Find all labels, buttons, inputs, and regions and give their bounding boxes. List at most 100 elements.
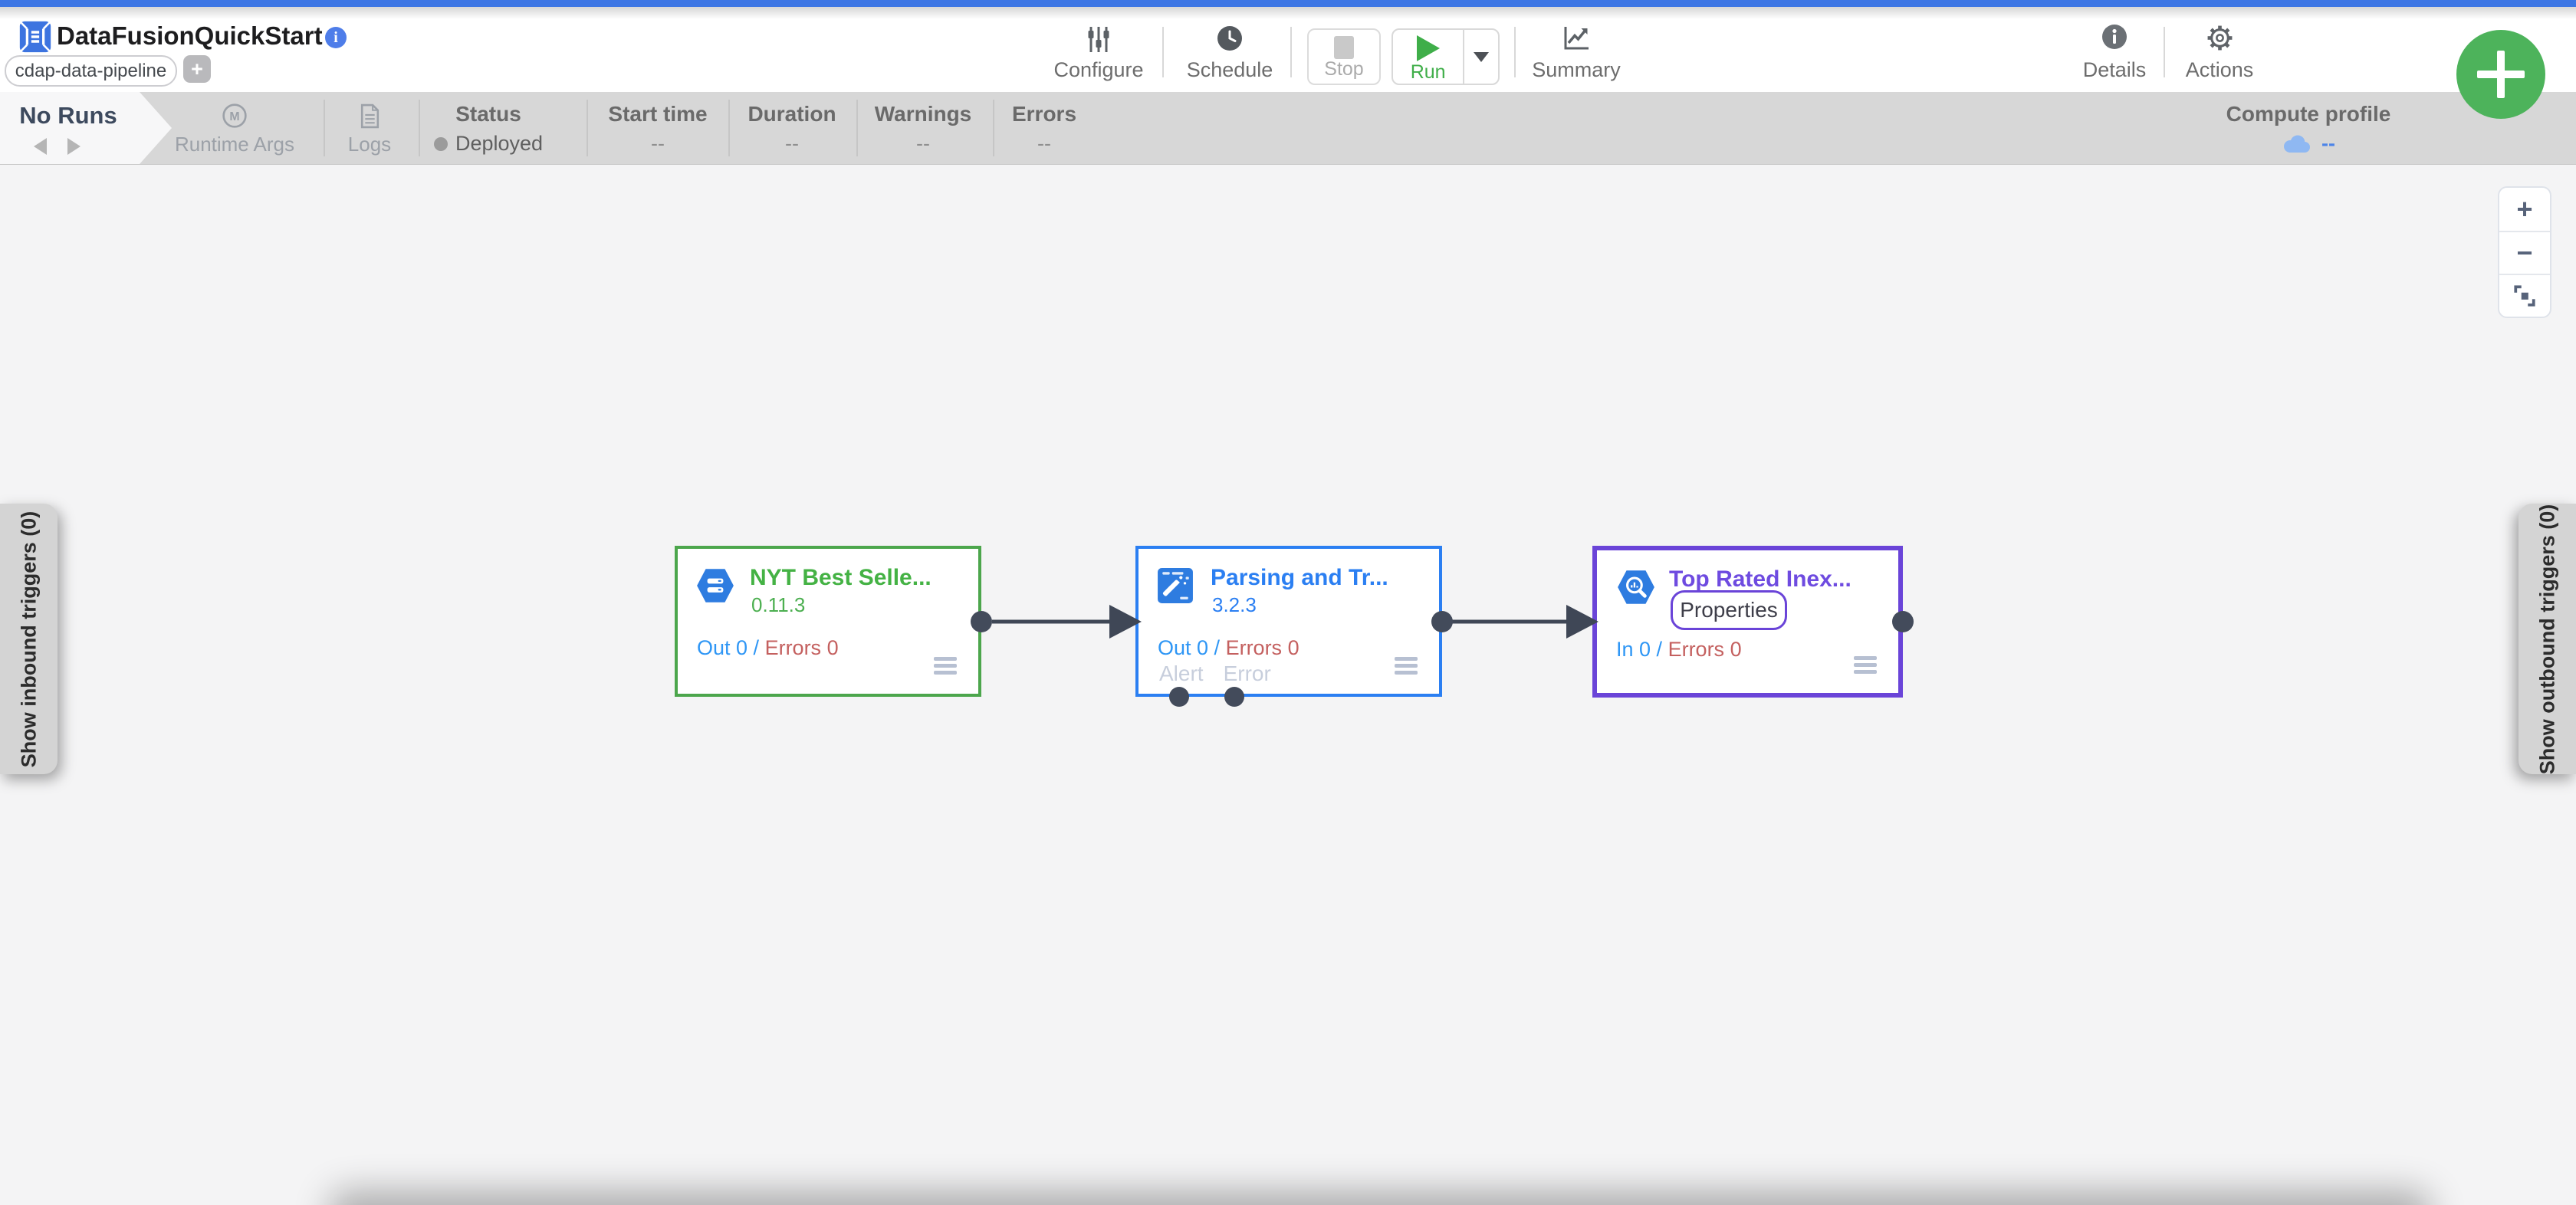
configure-label: Configure bbox=[1053, 58, 1144, 81]
summary-button[interactable]: Summary bbox=[1511, 24, 1641, 82]
toolbar-separator bbox=[586, 100, 588, 156]
tune-sliders-icon bbox=[1033, 24, 1164, 56]
show-inbound-triggers-tab[interactable]: Show inbound triggers (0) bbox=[0, 504, 58, 774]
header-separator bbox=[2164, 27, 2165, 77]
actions-button[interactable]: Actions bbox=[2154, 24, 2285, 82]
run-button-group: Run bbox=[1392, 28, 1500, 85]
node-menu-button[interactable] bbox=[934, 657, 957, 675]
add-tag-button[interactable]: + bbox=[183, 55, 211, 83]
stop-square-icon bbox=[1334, 36, 1354, 59]
runtime-args-label: Runtime Args bbox=[174, 133, 295, 156]
node-metrics: In 0 / Errors 0 bbox=[1616, 638, 1742, 661]
toolbar-separator bbox=[419, 100, 420, 156]
node-metrics: Out 0 / Errors 0 bbox=[697, 636, 839, 659]
inbound-tab-label: Show inbound triggers (0) bbox=[17, 511, 40, 767]
svg-text:M: M bbox=[229, 110, 239, 123]
alert-port[interactable] bbox=[1169, 687, 1189, 707]
header-separator bbox=[1290, 27, 1292, 77]
header-separator bbox=[1514, 27, 1516, 77]
wrangler-icon bbox=[1157, 567, 1194, 608]
gear-icon bbox=[2154, 24, 2285, 56]
previous-run-arrow[interactable] bbox=[34, 138, 47, 155]
chart-icon bbox=[1511, 24, 1641, 56]
zoom-in-button[interactable]: + bbox=[2516, 193, 2533, 225]
properties-button[interactable]: Properties bbox=[1671, 590, 1787, 630]
cloud-icon bbox=[2284, 135, 2310, 153]
add-pipeline-button[interactable] bbox=[2456, 30, 2545, 119]
pipeline-type-tag: cdap-data-pipeline bbox=[5, 55, 177, 87]
schedule-button[interactable]: Schedule bbox=[1165, 24, 1295, 82]
node-title: Parsing and Tr... bbox=[1211, 565, 1388, 590]
status-value: Deployed bbox=[396, 132, 580, 156]
status-dot-icon bbox=[433, 136, 448, 151]
no-runs-label: No Runs bbox=[19, 102, 117, 129]
toolbar-separator bbox=[993, 100, 994, 156]
document-icon bbox=[360, 103, 379, 129]
errors-value: -- bbox=[1037, 132, 1051, 155]
next-run-arrow[interactable] bbox=[67, 138, 80, 155]
output-port[interactable] bbox=[1431, 611, 1453, 632]
page-title: DataFusionQuickStart bbox=[57, 21, 323, 50]
errors-column-label: Errors bbox=[1011, 102, 1077, 126]
node-title: NYT Best Selle... bbox=[750, 565, 932, 590]
macro-m-icon: M bbox=[222, 103, 247, 128]
top-accent-bar bbox=[0, 0, 2576, 7]
toolbar-separator bbox=[728, 100, 730, 156]
stop-button[interactable]: Stop bbox=[1307, 28, 1381, 85]
header: DataFusionQuickStart i cdap-data-pipelin… bbox=[0, 7, 2576, 92]
run-button[interactable]: Run bbox=[1393, 30, 1463, 84]
schedule-label: Schedule bbox=[1186, 58, 1273, 81]
output-port[interactable] bbox=[1892, 611, 1914, 632]
error-port-label: Error bbox=[1223, 662, 1271, 685]
summary-label: Summary bbox=[1532, 58, 1621, 81]
node-version: 3.2.3 bbox=[1212, 593, 1257, 616]
node-source-nyt-best-sellers[interactable]: NYT Best Selle... 0.11.3 Out 0 / Errors … bbox=[675, 546, 981, 697]
configure-button[interactable]: Configure bbox=[1033, 24, 1164, 82]
toolbar-separator bbox=[856, 100, 858, 156]
warnings-value: -- bbox=[916, 132, 930, 155]
header-separator bbox=[1162, 27, 1164, 77]
compute-profile-value: -- bbox=[2216, 132, 2400, 156]
node-menu-button[interactable] bbox=[1854, 656, 1877, 674]
outbound-tab-label: Show outbound triggers (0) bbox=[2535, 504, 2558, 774]
play-icon bbox=[1416, 35, 1440, 61]
info-circle-icon bbox=[2049, 24, 2180, 56]
error-port[interactable] bbox=[1224, 687, 1244, 707]
toolbar-separator bbox=[324, 100, 325, 156]
show-outbound-triggers-tab[interactable]: Show outbound triggers (0) bbox=[2518, 504, 2576, 774]
pipeline-info-icon[interactable]: i bbox=[325, 27, 347, 48]
node-port-labels: Alert Error bbox=[1159, 662, 1271, 686]
clock-icon bbox=[1165, 24, 1295, 56]
node-title: Top Rated Inex... bbox=[1669, 566, 1852, 592]
run-toolbar: No Runs M Runtime Args Logs Status bbox=[0, 92, 2576, 165]
node-transform-parsing[interactable]: Parsing and Tr... 3.2.3 Out 0 / Errors 0… bbox=[1135, 546, 1442, 697]
run-label: Run bbox=[1410, 61, 1446, 83]
node-metrics: Out 0 / Errors 0 bbox=[1158, 636, 1300, 659]
status-column-label: Status bbox=[455, 102, 521, 126]
details-label: Details bbox=[2082, 58, 2147, 81]
fit-to-screen-icon bbox=[2514, 285, 2535, 307]
node-menu-button[interactable] bbox=[1395, 657, 1418, 675]
warnings-column-label: Warnings bbox=[874, 102, 972, 126]
bigquery-hexagon-icon bbox=[1617, 566, 1655, 612]
zoom-controls: + − bbox=[2498, 186, 2551, 318]
gcs-hexagon-icon bbox=[696, 565, 734, 610]
actions-label: Actions bbox=[2185, 58, 2254, 81]
runtime-args-button[interactable]: M Runtime Args bbox=[166, 103, 304, 156]
zoom-out-button[interactable]: − bbox=[2499, 231, 2550, 274]
node-version: 0.11.3 bbox=[751, 593, 806, 616]
fit-to-screen-button[interactable] bbox=[2499, 274, 2550, 317]
chevron-down-icon bbox=[1474, 51, 1490, 62]
details-button[interactable]: Details bbox=[2049, 24, 2180, 82]
duration-value: -- bbox=[785, 132, 799, 155]
output-port[interactable] bbox=[971, 611, 992, 632]
node-sink-top-rated[interactable]: Top Rated Inex... Properties In 0 / Erro… bbox=[1592, 546, 1903, 698]
logs-button[interactable]: Logs bbox=[308, 103, 431, 156]
cdap-logo-icon bbox=[18, 19, 52, 58]
alert-port-label: Alert bbox=[1159, 662, 1204, 685]
run-options-dropdown[interactable] bbox=[1463, 30, 1498, 84]
duration-column-label: Duration bbox=[748, 102, 836, 126]
runs-navigator: No Runs bbox=[0, 92, 172, 164]
start-time-value: -- bbox=[651, 132, 665, 155]
